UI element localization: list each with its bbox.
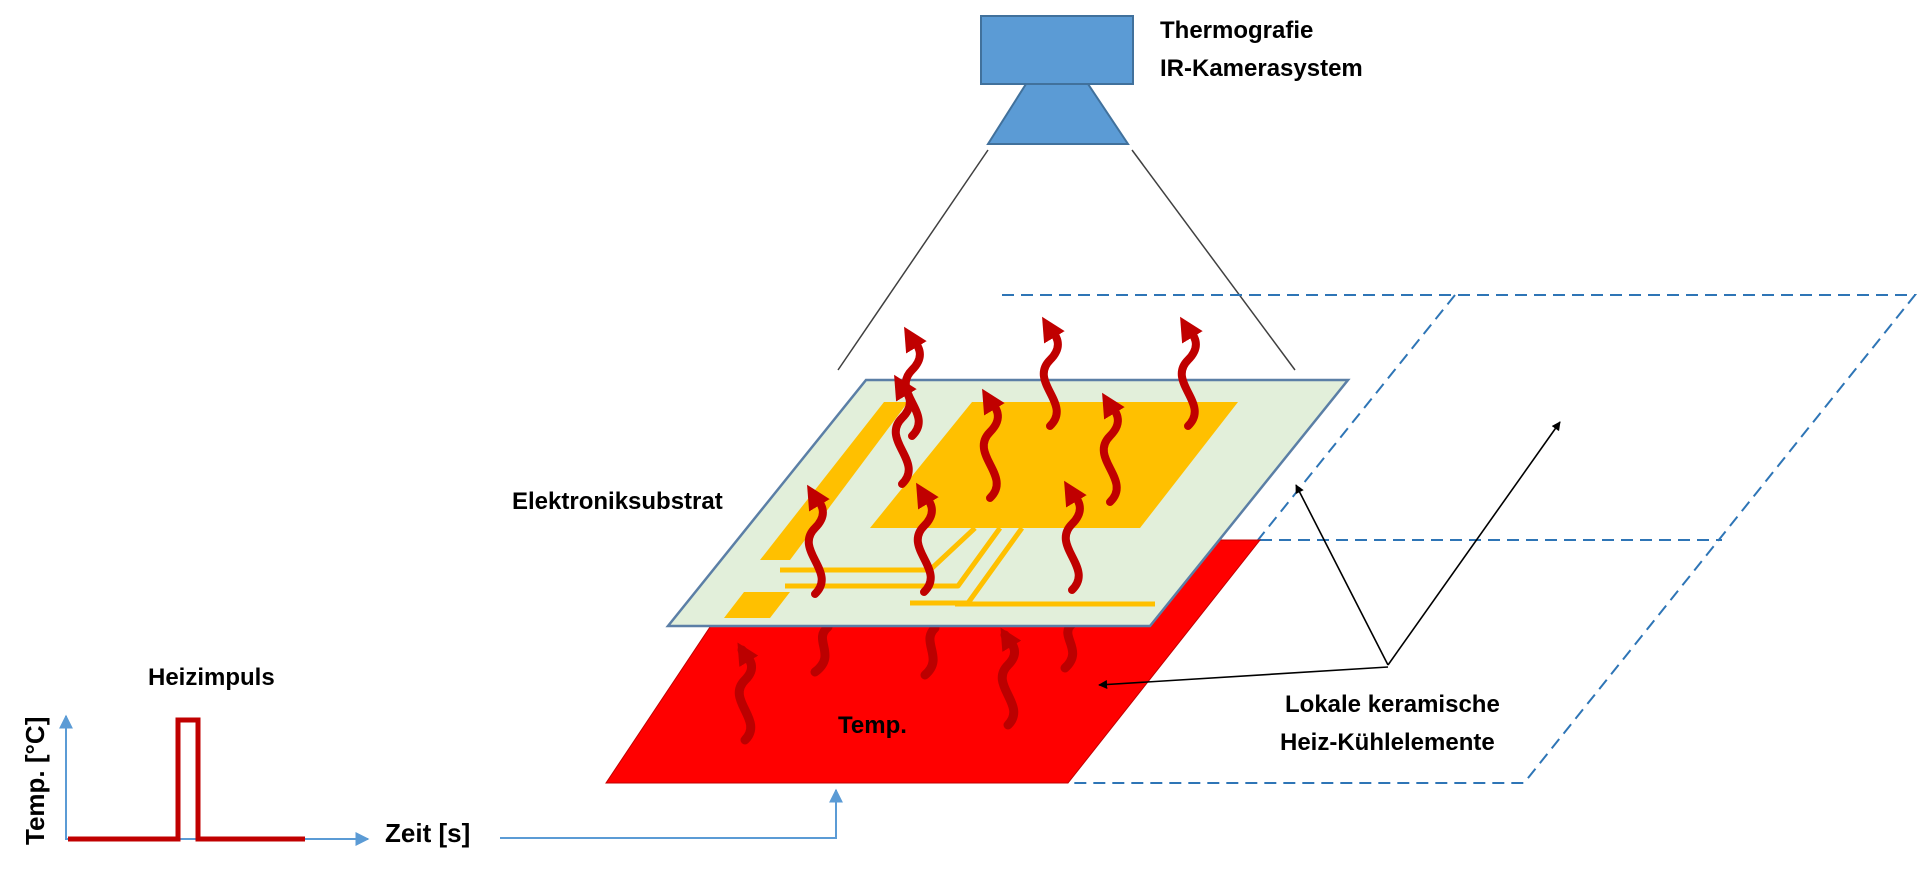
heat-arrows [804, 316, 1203, 598]
trace-pad-left-bottom [724, 592, 790, 618]
heat-arrow [891, 374, 917, 488]
pulse-graph: Heizimpuls Temp. [°C] Zeit [s] [20, 664, 470, 848]
heat-arrow-faded [810, 622, 833, 677]
trace-pad-large [870, 402, 1238, 528]
heat-arrow [1177, 316, 1203, 430]
camera-lens [986, 83, 1130, 145]
dashed-divider-top [1257, 294, 1456, 541]
camera-label-line1: Thermografie [1160, 17, 1313, 44]
camera-view-line-right [1131, 149, 1296, 371]
heat-arrow-faded [734, 642, 759, 745]
pulse-curve [68, 717, 305, 842]
heat-arrow [979, 388, 1005, 502]
heat-arrow-faded [997, 627, 1022, 730]
conductor-traces [724, 402, 1238, 618]
heat-arrow-faded [920, 623, 940, 680]
heat-arrow [913, 482, 939, 596]
pulse-label: Heizimpuls [148, 664, 275, 691]
heat-arrow [1099, 392, 1125, 506]
ir-camera [980, 15, 1134, 145]
heat-arrow [901, 326, 927, 440]
trace-pad-left-top [760, 402, 908, 560]
elements-label-line1: Lokale keramische [1285, 691, 1500, 718]
substrate-label: Elektroniksubstrat [512, 488, 723, 515]
heat-arrows-faded [734, 619, 1078, 745]
x-axis-label: Zeit [s] [385, 818, 470, 848]
heater-temp-label: Temp. [838, 712, 907, 739]
y-axis-label: Temp. [°C] [20, 717, 50, 845]
camera-body [980, 15, 1134, 85]
camera-label-line2: IR-Kamerasystem [1160, 55, 1363, 82]
heat-arrow [1061, 480, 1087, 594]
heat-arrow [1039, 316, 1065, 430]
pointer-to-heater [1098, 666, 1389, 689]
dashed-element-outlines [1002, 294, 1918, 784]
element-pointers [1098, 421, 1561, 689]
heat-arrow-faded [1060, 619, 1078, 673]
heat-arrow [804, 484, 830, 598]
pointer-to-middle-element [1295, 484, 1389, 666]
camera-view-line-left [837, 149, 989, 371]
pointer-to-back-element [1387, 421, 1561, 666]
trace-line [785, 526, 1003, 589]
elements-label-line2: Heiz-Kühlelemente [1280, 729, 1495, 756]
pulse-to-heater-connector [500, 788, 843, 839]
